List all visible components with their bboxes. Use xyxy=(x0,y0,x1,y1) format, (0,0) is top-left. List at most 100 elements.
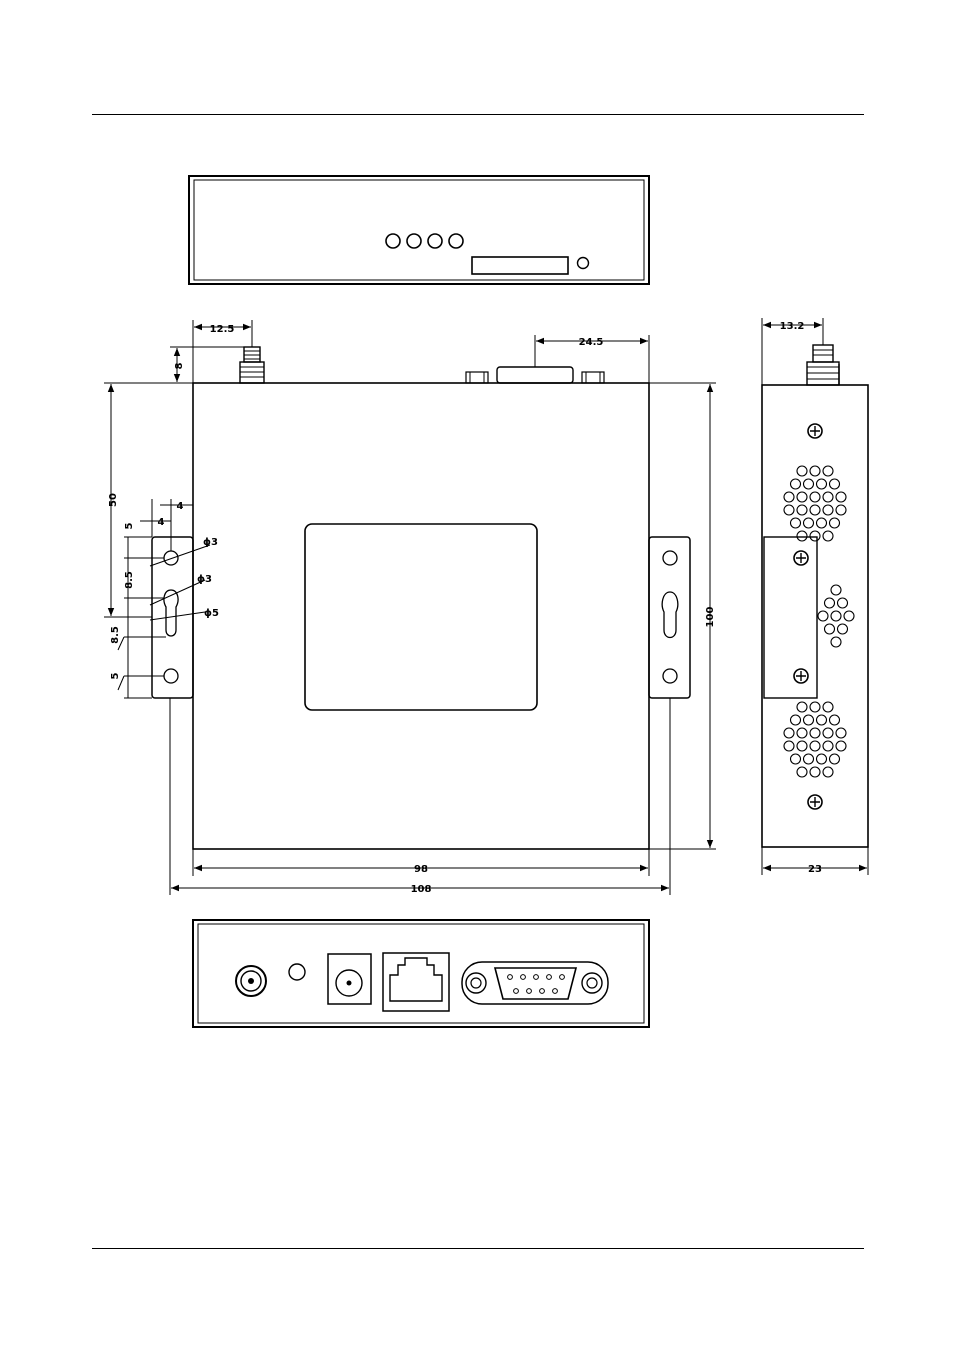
vent-hole xyxy=(823,728,833,738)
vent-hole xyxy=(804,479,814,489)
vent-hole xyxy=(797,505,807,515)
vent-hole xyxy=(817,754,827,764)
db9-pin xyxy=(553,989,558,994)
db9-pin xyxy=(560,975,565,980)
dim-antenna-height: 8 xyxy=(174,362,185,369)
side-bracket xyxy=(764,537,817,698)
dim-overall-width: 108 xyxy=(411,884,432,895)
vent-hole xyxy=(810,767,820,777)
vent-hole xyxy=(817,518,827,528)
vent-hole xyxy=(836,741,846,751)
vent-hole xyxy=(784,492,794,502)
screw-slot xyxy=(810,426,820,436)
mounting-ear-left xyxy=(152,537,193,698)
side-vent-holes xyxy=(784,466,854,777)
vent-hole xyxy=(797,492,807,502)
dim-half-height: 50 xyxy=(108,493,119,507)
vent-hole xyxy=(823,767,833,777)
vent-hole xyxy=(810,466,820,476)
vent-hole xyxy=(831,637,841,647)
vent-hole xyxy=(823,741,833,751)
dim-antenna-offset: 12.5 xyxy=(210,324,235,335)
vent-hole xyxy=(784,505,794,515)
sim-slot xyxy=(472,257,568,274)
vent-hole xyxy=(823,702,833,712)
vent-hole xyxy=(836,492,846,502)
vent-hole xyxy=(830,754,840,764)
vent-hole xyxy=(823,505,833,515)
dim-spacing-a: 8.5 xyxy=(124,571,135,589)
side-view: 13.2 23 xyxy=(762,318,868,875)
db9-serial-port xyxy=(462,962,608,1004)
dim-spacing-top: 5 xyxy=(124,522,135,529)
vent-hole xyxy=(810,741,820,751)
vent-hole xyxy=(836,505,846,515)
vent-hole xyxy=(791,715,801,725)
vent-hole xyxy=(810,531,820,541)
db9-pin xyxy=(521,975,526,980)
vent-hole xyxy=(784,728,794,738)
vent-hole xyxy=(823,492,833,502)
vent-hole xyxy=(810,492,820,502)
vent-hole xyxy=(830,715,840,725)
plan-view: 12.5 24.5 8 50 100 98 108 4 4 ϕ3 ϕ3 ϕ5 5… xyxy=(104,320,716,895)
vent-hole xyxy=(836,728,846,738)
dim-side-antenna-offset: 13.2 xyxy=(780,321,805,332)
mounting-ear-right xyxy=(649,537,690,698)
dim-hole-offset-b: 4 xyxy=(158,517,165,528)
top-view xyxy=(189,176,649,284)
vent-hole xyxy=(831,585,841,595)
serial-connector-top xyxy=(466,367,604,383)
vent-hole xyxy=(838,624,848,634)
vent-hole xyxy=(831,611,841,621)
db9-pin xyxy=(534,975,539,980)
vent-hole xyxy=(825,624,835,634)
vent-hole xyxy=(844,611,854,621)
vent-hole xyxy=(797,741,807,751)
vent-hole xyxy=(797,702,807,712)
dim-slot-width: ϕ5 xyxy=(204,608,219,619)
vent-hole xyxy=(810,702,820,712)
vent-hole xyxy=(810,728,820,738)
dim-hole-offset-a: 4 xyxy=(177,501,184,512)
screw-slot xyxy=(796,553,806,563)
label-area xyxy=(305,524,537,710)
vent-hole xyxy=(804,754,814,764)
dim-serial-offset: 24.5 xyxy=(579,337,604,348)
vent-hole xyxy=(791,754,801,764)
vent-hole xyxy=(810,505,820,515)
vent-hole xyxy=(823,531,833,541)
dim-hole-dia-mid: ϕ3 xyxy=(197,574,212,585)
antenna-port xyxy=(236,966,266,996)
vent-hole xyxy=(817,715,827,725)
vent-hole xyxy=(818,611,828,621)
vent-hole xyxy=(797,531,807,541)
side-antenna xyxy=(807,345,839,385)
reset-hole xyxy=(578,258,589,269)
vent-hole xyxy=(823,466,833,476)
rj45-port xyxy=(383,953,449,1011)
vent-hole xyxy=(784,741,794,751)
dim-full-height: 100 xyxy=(705,607,716,628)
led-hole xyxy=(289,964,305,980)
vent-hole xyxy=(797,728,807,738)
vent-hole xyxy=(797,767,807,777)
vent-hole xyxy=(791,479,801,489)
vent-hole xyxy=(838,598,848,608)
vent-hole xyxy=(804,715,814,725)
vent-hole xyxy=(830,518,840,528)
dim-body-width: 98 xyxy=(414,864,428,875)
db9-pin xyxy=(527,989,532,994)
vent-hole xyxy=(797,466,807,476)
power-jack xyxy=(328,954,371,1004)
dim-hole-dia-top: ϕ3 xyxy=(203,537,218,548)
antenna-connector xyxy=(240,347,264,383)
rear-panel-view xyxy=(193,920,649,1027)
led-indicators xyxy=(386,234,463,248)
vent-hole xyxy=(825,598,835,608)
db9-pin xyxy=(514,989,519,994)
vent-hole xyxy=(830,479,840,489)
db9-pin xyxy=(547,975,552,980)
